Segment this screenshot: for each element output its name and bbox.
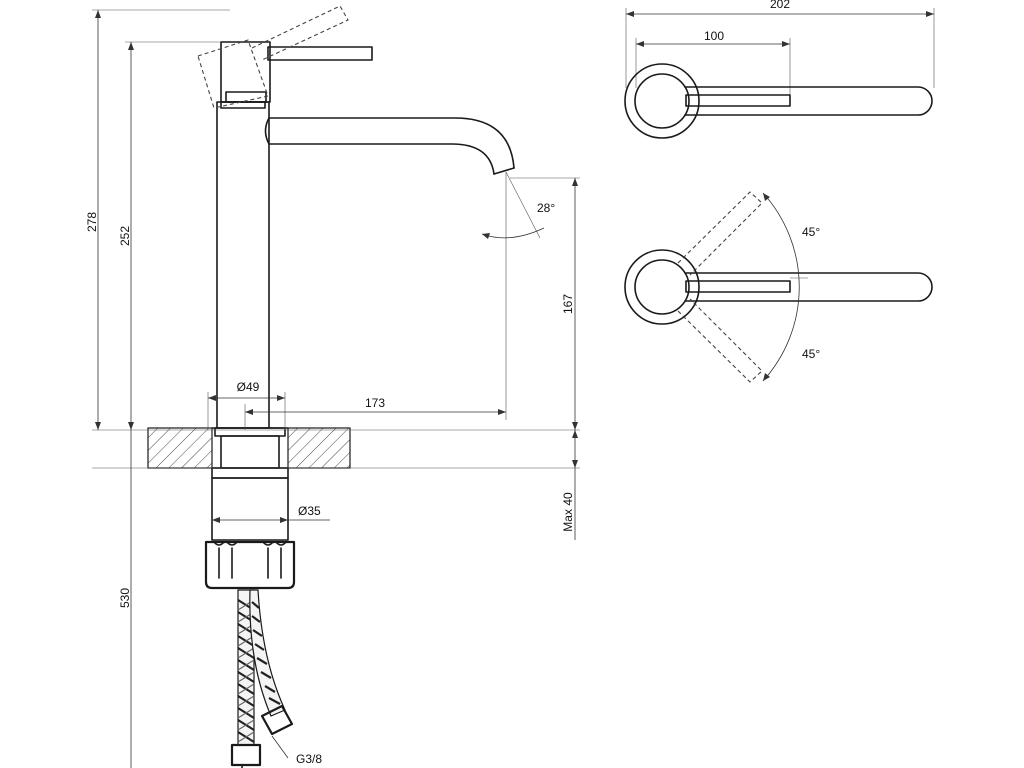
handle-length-label: 100 [704,29,724,43]
spout-angle: 28° [481,171,555,420]
hose-length-label: 530 [118,588,132,608]
right-dimensions: 167 Max 40 [510,177,580,540]
base-dimensions: Ø49 173 Ø35 [207,380,506,523]
left-dimensions: 278 252 530 [85,9,580,768]
body-height-label: 252 [118,226,132,246]
top-view-neutral: 202 100 [624,0,935,139]
spout-reach-label: 173 [365,396,385,410]
connection-callout: G3/8 [271,735,322,766]
spout-clearance-label: 167 [561,294,575,314]
overall-height-label: 278 [85,212,99,232]
swivel-angle-upper-label: 45° [802,225,820,239]
hose-fitting-left [230,743,262,767]
max-thickness-label: Max 40 [561,492,575,532]
swivel-angle-lower-label: 45° [802,347,820,361]
mounting-parts [204,427,296,590]
spout [264,117,515,175]
spout-angle-label: 28° [537,201,555,215]
tap-body [216,41,373,429]
thread-diameter-label: Ø35 [298,504,321,518]
flexible-hoses [230,589,294,768]
countertop-section [147,427,351,469]
top-view-swivel: 45° 45° [624,191,933,383]
base-diameter-label: Ø49 [237,380,260,394]
side-view: 278 252 530 167 Max 40 28° [85,5,580,768]
handle-raised-position [197,5,349,109]
connection-label: G3/8 [296,752,322,766]
hose-fitting-right [260,704,294,736]
top-width-label: 202 [770,0,790,11]
